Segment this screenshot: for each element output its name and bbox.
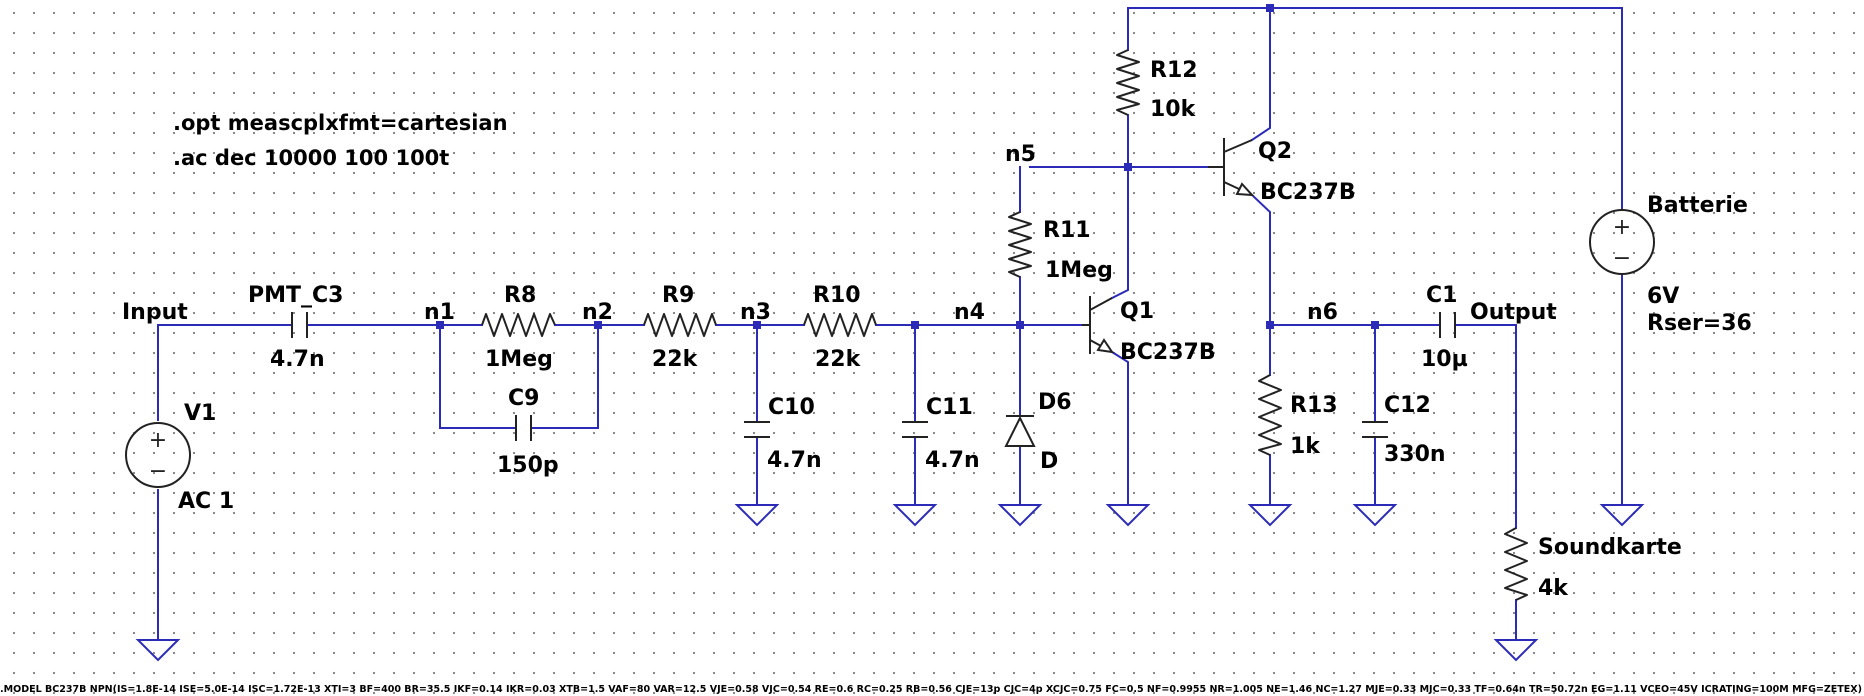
r12-name: R12 (1150, 58, 1198, 83)
transistor-q2[interactable] (1208, 138, 1255, 197)
capacitor-c12[interactable] (1362, 421, 1388, 438)
capacitor-c9[interactable] (515, 415, 532, 441)
c11-name: C11 (926, 395, 973, 420)
r10-value: 22k (815, 347, 862, 372)
net-label-n6: n6 (1307, 300, 1338, 325)
ground-icon (1105, 504, 1151, 527)
plus-sign: + (149, 428, 167, 453)
v1-name: V1 (184, 401, 216, 426)
labels: .opt meascplxfmt=cartesian .ac dec 10000… (0, 58, 1862, 695)
resistor-soundkarte[interactable] (1504, 527, 1528, 601)
r8-name: R8 (504, 283, 536, 308)
plus-sign: + (1613, 215, 1631, 240)
r11-value: 1Meg (1045, 258, 1113, 283)
ground-icon (1599, 504, 1645, 527)
c10-value: 4.7n (767, 448, 822, 473)
soundkarte-value: 4k (1538, 576, 1569, 601)
c12-name: C12 (1384, 393, 1431, 418)
q2-name: Q2 (1258, 139, 1292, 164)
transistor-q1[interactable] (1082, 296, 1115, 354)
capacitor-pmt-c3[interactable] (291, 312, 308, 338)
battery-source[interactable]: + − (1589, 209, 1655, 275)
batterie-rser: Rser=36 (1647, 311, 1752, 336)
net-label-n3: n3 (740, 300, 771, 325)
q2-value: BC237B (1260, 180, 1356, 205)
net-label-output: Output (1470, 300, 1557, 325)
directive-ac[interactable]: .ac dec 10000 100 100t (173, 146, 449, 170)
net-label-n2: n2 (582, 300, 613, 325)
junction-dots (436, 4, 1379, 329)
directive-opt[interactable]: .opt meascplxfmt=cartesian (173, 111, 508, 135)
v1-value: AC 1 (178, 489, 234, 514)
batterie-value: 6V (1647, 284, 1679, 309)
wires (157, 7, 1623, 641)
resistor-r9[interactable] (643, 313, 717, 337)
net-label-n1: n1 (424, 300, 455, 325)
capacitor-c11[interactable] (902, 421, 928, 438)
r9-name: R9 (662, 283, 694, 308)
r13-value: 1k (1290, 434, 1321, 459)
diode-d6[interactable] (1004, 415, 1036, 447)
c10-name: C10 (768, 395, 815, 420)
resistor-r10[interactable] (803, 313, 877, 337)
net-label-n4: n4 (954, 300, 985, 325)
resistor-r8[interactable] (481, 313, 556, 337)
pmt-c3-value: 4.7n (270, 347, 325, 372)
d6-value: D (1040, 449, 1058, 474)
c1-name: C1 (1426, 283, 1457, 308)
batterie-name: Batterie (1647, 193, 1748, 218)
net-label-input: Input (122, 300, 188, 325)
pmt-c3-name: PMT_C3 (248, 283, 343, 308)
ground-icon (734, 504, 780, 527)
ground-symbols (135, 504, 1645, 662)
d6-name: D6 (1038, 390, 1072, 415)
ground-icon (135, 639, 181, 662)
r8-value: 1Meg (485, 347, 553, 372)
minus-sign: − (1613, 246, 1631, 271)
v1-source[interactable]: + − (125, 422, 191, 488)
c11-value: 4.7n (925, 448, 980, 473)
minus-sign: − (149, 459, 167, 484)
c9-name: C9 (508, 386, 539, 411)
capacitor-c1[interactable] (1439, 312, 1456, 338)
resistor-r13[interactable] (1258, 374, 1282, 456)
model-directive[interactable]: .MODEL BC237B NPN(IS=1.8E-14 ISE=5.0E-14… (0, 684, 1862, 695)
net-label-n5: n5 (1005, 142, 1036, 167)
ground-icon (1352, 504, 1398, 527)
ground-icon (1493, 639, 1539, 662)
resistor-r12[interactable] (1116, 49, 1140, 116)
ground-icon (1247, 504, 1293, 527)
ground-icon (997, 504, 1043, 527)
resistor-r11[interactable] (1008, 211, 1032, 278)
q1-value: BC237B (1120, 340, 1216, 365)
r10-name: R10 (813, 283, 861, 308)
soundkarte-name: Soundkarte (1538, 535, 1682, 560)
q1-name: Q1 (1120, 299, 1154, 324)
c12-value: 330n (1384, 442, 1446, 467)
capacitor-c10[interactable] (744, 421, 770, 438)
r12-value: 10k (1150, 97, 1197, 122)
r9-value: 22k (652, 347, 699, 372)
r13-name: R13 (1290, 393, 1338, 418)
c1-value: 10µ (1421, 347, 1468, 372)
ground-icon (892, 504, 938, 527)
c9-value: 150p (497, 453, 559, 478)
r11-name: R11 (1043, 218, 1091, 243)
